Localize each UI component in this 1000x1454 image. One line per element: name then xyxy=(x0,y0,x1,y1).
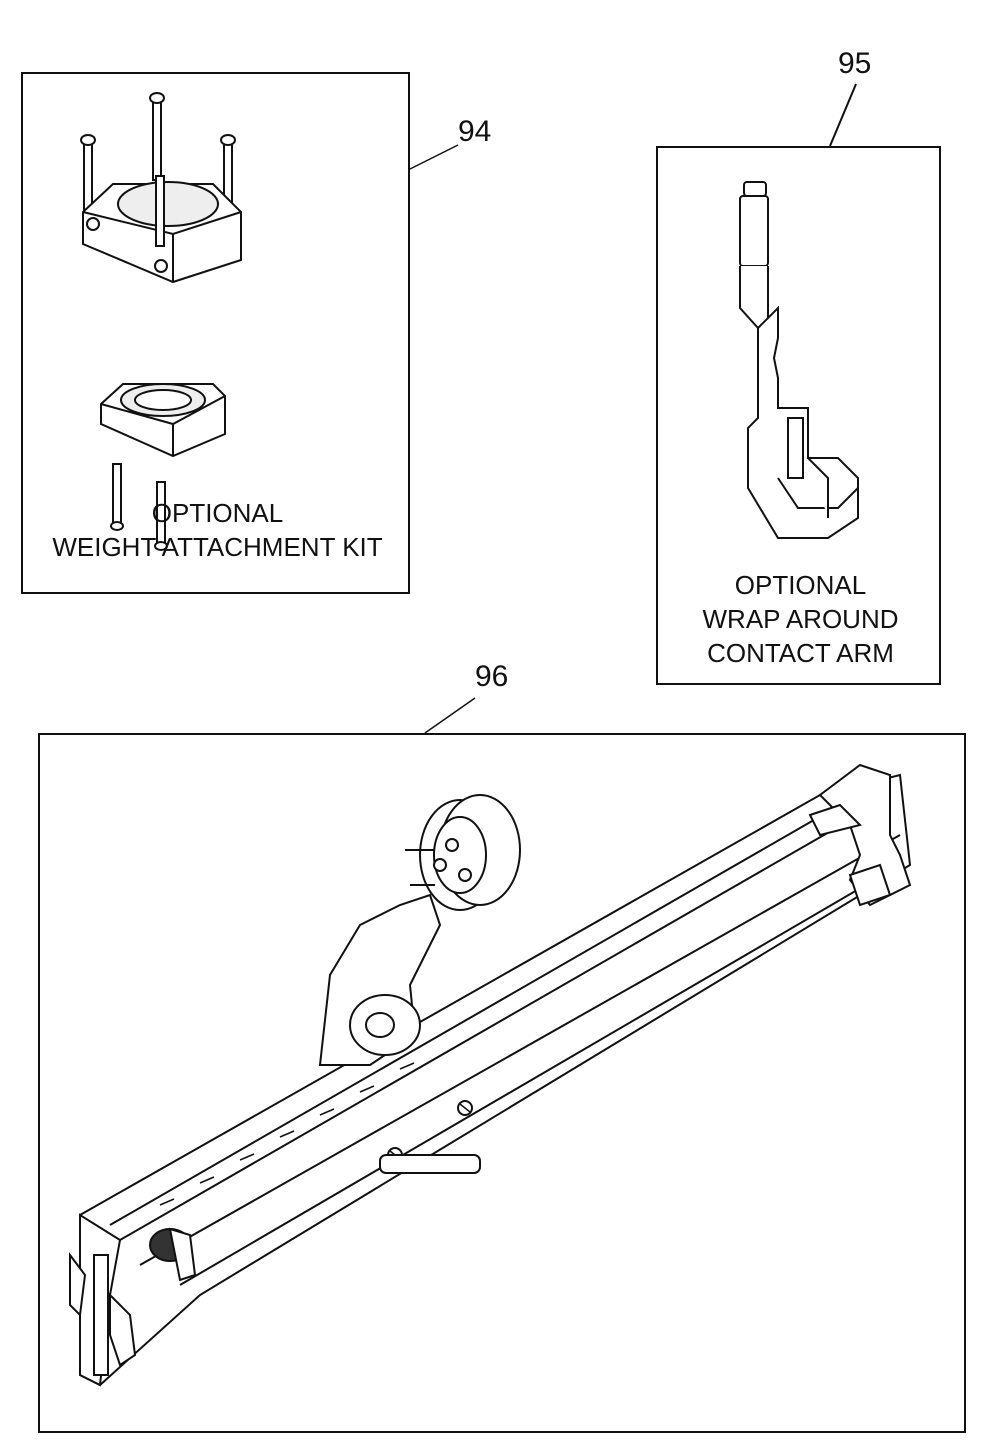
part-94-panel: OPTIONAL WEIGHT ATTACHMENT KIT xyxy=(21,72,410,594)
part-94-caption-line-1: OPTIONAL xyxy=(151,498,284,528)
part-95-caption-line-1: OPTIONAL xyxy=(734,570,867,600)
part-95-caption: OPTIONAL WRAP AROUND CONTACT ARM xyxy=(658,568,943,670)
weight-attachment-kit-icon xyxy=(80,92,242,551)
part-94-caption: OPTIONAL WEIGHT ATTACHMENT KIT xyxy=(23,496,412,564)
part-95-caption-line-3: CONTACT ARM xyxy=(707,638,894,668)
leader-line-94 xyxy=(407,144,459,171)
part-95-panel: OPTIONAL WRAP AROUND CONTACT ARM xyxy=(656,146,941,685)
callout-95: 95 xyxy=(838,47,872,80)
part-94-caption-line-2: WEIGHT ATTACHMENT KIT xyxy=(52,532,383,562)
part-95-caption-line-2: WRAP AROUND xyxy=(702,604,899,634)
contact-arm-icon xyxy=(739,181,859,539)
callout-94: 94 xyxy=(458,115,492,148)
part-96-panel xyxy=(38,733,966,1433)
callout-96: 96 xyxy=(475,660,509,693)
leader-line-96 xyxy=(424,697,476,734)
leader-line-95 xyxy=(829,83,857,147)
magazine-assembly-icon xyxy=(69,763,912,1387)
